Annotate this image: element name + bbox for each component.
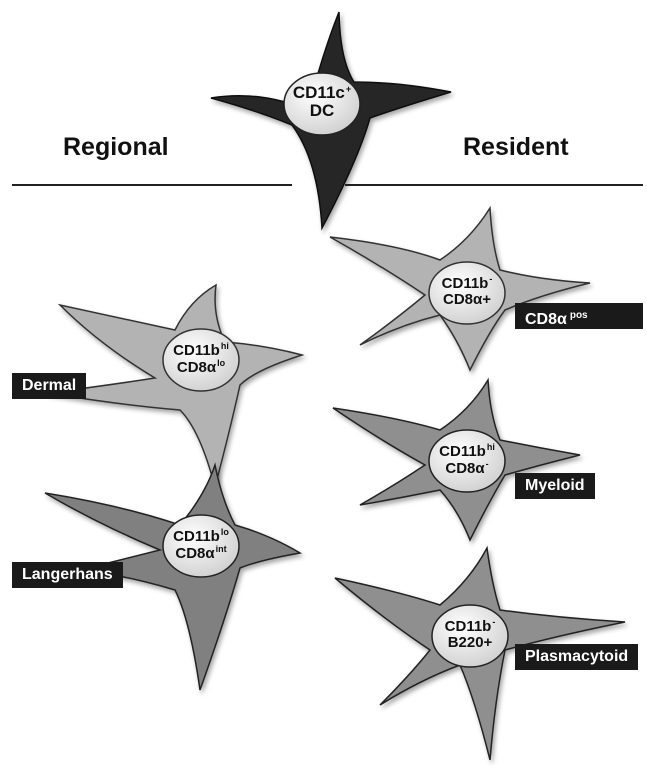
myeloid-marker-2-sup: - xyxy=(485,458,489,469)
plasmacytoid-tag-label: Plasmacytoid xyxy=(525,648,629,665)
plasmacytoid-marker-1-sup: - xyxy=(492,617,496,627)
langerhans-tag-label: Langerhans xyxy=(22,566,113,583)
cd8pos-cell xyxy=(329,205,591,372)
myeloid-marker-1: CD11b xyxy=(439,443,486,460)
cd8pos-marker-1-sup: - xyxy=(489,274,493,284)
myeloid-tag-label: Myeloid xyxy=(525,477,585,494)
plasmacytoid-cell xyxy=(334,545,626,761)
dermal-marker-2: CD8α xyxy=(176,358,217,376)
dermal-marker-1: CD11b xyxy=(173,342,220,359)
heading-regional: Regional xyxy=(63,133,169,161)
parent-dc-marker-sup: + xyxy=(345,84,352,94)
langerhans-tag: Langerhans xyxy=(12,562,123,588)
langerhans-marker-1-sup: lo xyxy=(220,527,229,537)
parent-dc-marker: CD11c xyxy=(292,83,345,102)
cd8pos-label: CD11b- CD8α+ xyxy=(422,274,512,308)
plasmacytoid-marker-1: CD11b xyxy=(444,618,492,635)
myeloid-tag: Myeloid xyxy=(515,473,595,499)
langerhans-marker-1: CD11b xyxy=(173,528,220,545)
parent-dc-cell xyxy=(210,11,452,231)
cd8pos-tag-label: CD8α xyxy=(525,311,567,328)
plasmacytoid-label: CD11b- B220+ xyxy=(425,617,515,651)
langerhans-marker-2-sup: int xyxy=(215,543,227,554)
cd8pos-tag-sup: pos xyxy=(569,310,588,321)
myeloid-marker-1-sup: hi xyxy=(486,442,495,452)
langerhans-cell xyxy=(44,462,303,691)
myeloid-cell xyxy=(332,377,581,542)
parent-dc-nucleus xyxy=(283,72,361,136)
langerhans-marker-2: CD8α xyxy=(175,544,215,562)
cd8pos-marker-1: CD11b xyxy=(441,275,489,292)
plasmacytoid-tag: Plasmacytoid xyxy=(515,644,639,670)
dermal-tag: Dermal xyxy=(12,373,87,399)
dermal-cell xyxy=(47,283,305,490)
cd8pos-nucleus xyxy=(428,261,506,325)
myeloid-label: CD11bhi CD8α- xyxy=(422,442,512,477)
plasmacytoid-marker-2: B220+ xyxy=(447,633,493,651)
langerhans-nucleus xyxy=(162,514,240,578)
myeloid-nucleus xyxy=(428,429,506,493)
heading-resident: Resident xyxy=(463,133,569,161)
dermal-label: CD11bhi CD8αlo xyxy=(156,341,246,376)
dermal-marker-2-sup: lo xyxy=(217,357,226,368)
parent-dc-label: CD11c+ DC xyxy=(277,84,367,120)
langerhans-label: CD11blo CD8αint xyxy=(156,527,246,562)
langerhans-cell-body xyxy=(44,462,303,691)
resident-divider xyxy=(345,184,643,186)
dermal-nucleus xyxy=(162,328,240,392)
myeloid-marker-2: CD8α xyxy=(445,459,485,477)
dermal-marker-1-sup: hi xyxy=(220,341,229,351)
dermal-tag-label: Dermal xyxy=(22,377,77,394)
regional-divider xyxy=(12,184,292,186)
cd8pos-marker-2: CD8α+ xyxy=(443,290,491,308)
parent-dc-name: DC xyxy=(309,100,335,120)
plasmacytoid-nucleus xyxy=(431,604,509,668)
